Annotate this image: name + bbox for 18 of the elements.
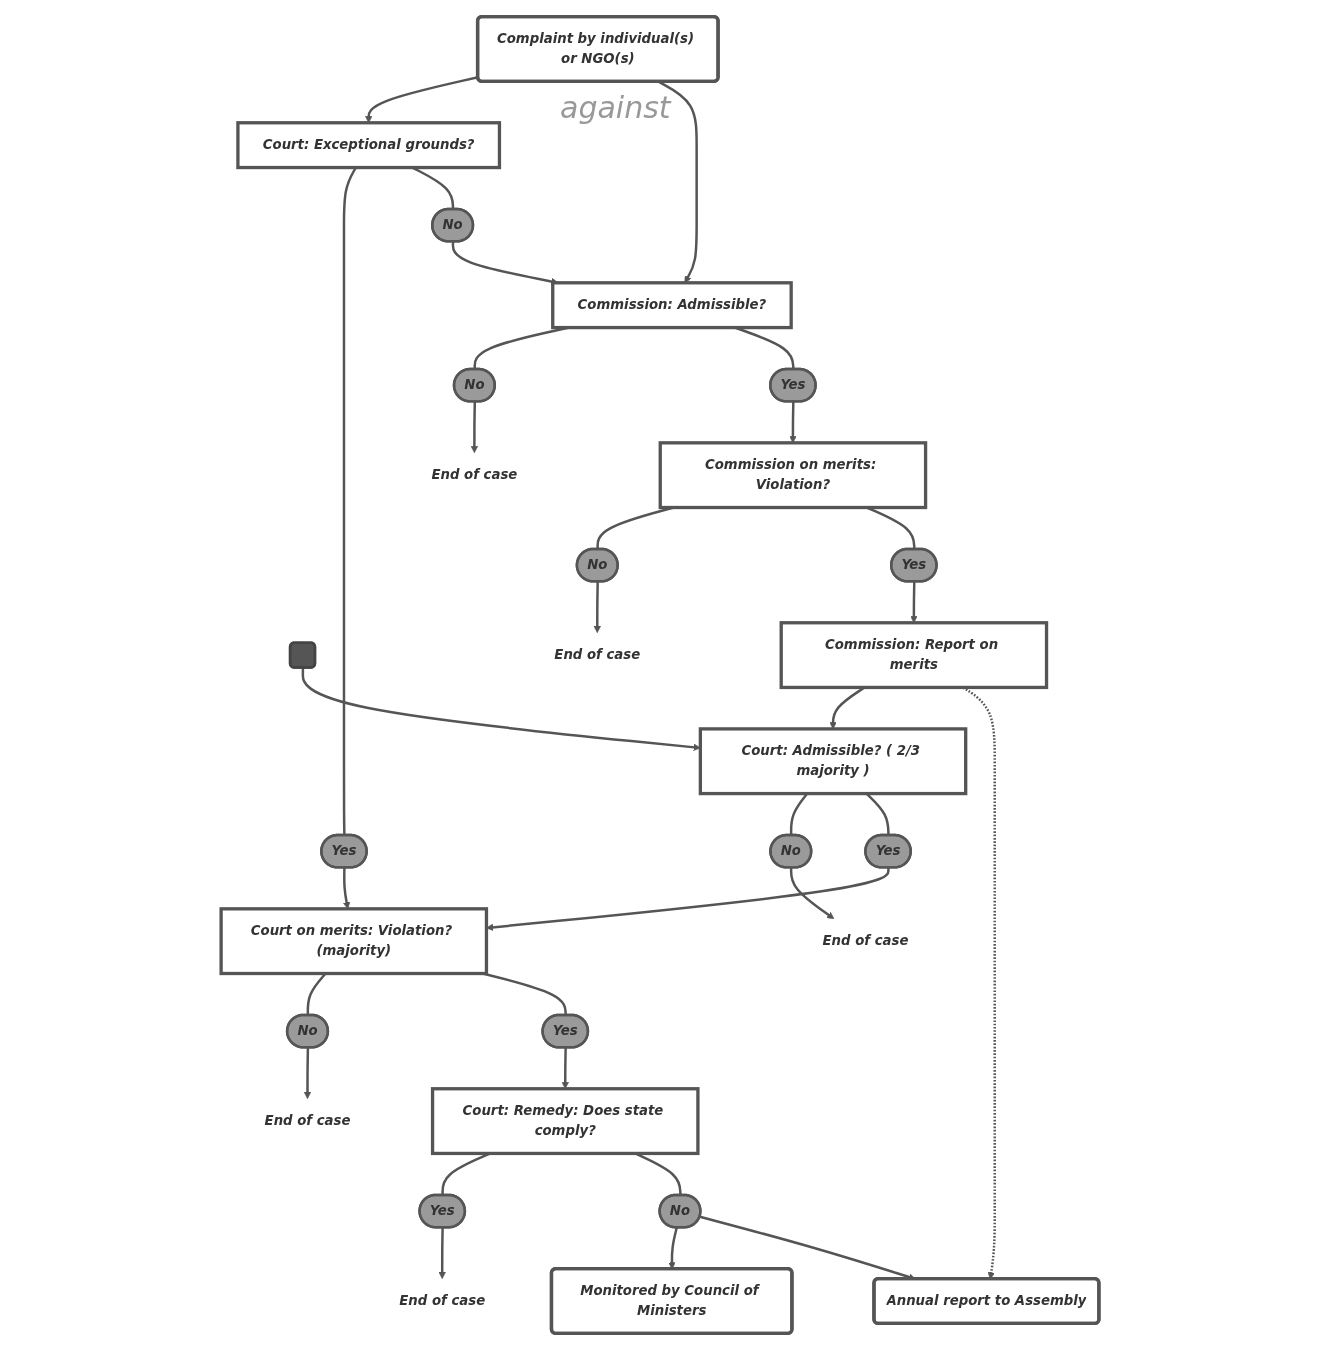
node-box: Court on merits: Violation? (majority) — [219, 907, 489, 976]
node-box: Court: Exceptional grounds? — [236, 121, 502, 170]
node-text: End of case — [554, 646, 641, 663]
note-text: against — [560, 90, 671, 125]
node-box: Commission: Admissible? — [551, 281, 793, 330]
arrow — [438, 1227, 446, 1279]
arrow — [303, 1047, 312, 1100]
node-box: Court: Remedy: Does state comply? — [430, 1087, 700, 1156]
arrow — [789, 867, 835, 920]
node-box: Commission on merits: Violation? — [658, 441, 928, 510]
arrow — [593, 581, 601, 634]
arrow — [470, 401, 479, 454]
node-box: Commission: Report on merits — [779, 621, 1049, 690]
node-box: Court: Admissible? ( 2/3 majority ) — [698, 727, 968, 796]
node-text: End of case — [264, 1112, 351, 1129]
node-text: End of case — [431, 466, 518, 483]
node-text: End of case — [399, 1292, 486, 1309]
node-text: End of case — [822, 932, 909, 949]
